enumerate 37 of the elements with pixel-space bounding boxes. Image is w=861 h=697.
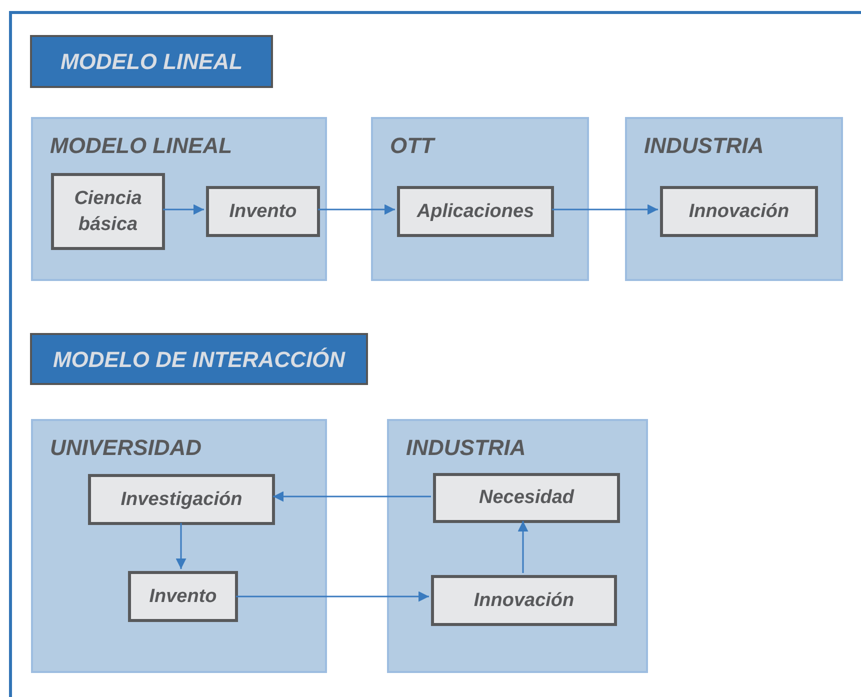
box-label: Invento: [228, 200, 298, 224]
arrow: [318, 204, 395, 215]
section-header: [30, 333, 368, 385]
box-label: MODELO LINEAL: [60, 48, 243, 76]
group-title: INDUSTRIA: [644, 132, 764, 160]
box-label: Innovación: [688, 200, 790, 224]
group-title: MODELO LINEAL: [50, 132, 232, 160]
process-box: [128, 571, 238, 622]
group-panel: [625, 117, 843, 281]
group-panel: [31, 117, 327, 281]
box-label: Aplicaciones: [416, 200, 536, 224]
process-box: [431, 575, 617, 626]
arrow: [163, 204, 204, 215]
process-box: [206, 186, 320, 237]
group-title: OTT: [390, 132, 434, 160]
box-label: MODELO DE INTERACCIÓN: [52, 346, 346, 374]
box-label: Necesidad: [478, 486, 576, 510]
process-box: [433, 473, 620, 523]
arrow: [552, 204, 658, 215]
arrow: [518, 521, 528, 573]
box-label: Invento: [148, 584, 218, 608]
box-label: Innovación: [472, 588, 576, 612]
group-panel: [387, 419, 648, 673]
arrow: [236, 591, 429, 602]
group-title: UNIVERSIDAD: [50, 434, 202, 462]
group-panel: [31, 419, 327, 673]
arrow: [176, 523, 186, 569]
box-label: Ciencia básica: [73, 186, 143, 236]
arrow: [273, 491, 431, 502]
group-title: INDUSTRIA: [406, 434, 526, 462]
process-box: [397, 186, 554, 237]
box-label: Investigación: [120, 488, 244, 512]
group-panel: [371, 117, 589, 281]
section-header: [30, 35, 273, 88]
process-box: [660, 186, 818, 237]
process-box: [51, 173, 165, 250]
process-box: [88, 474, 275, 525]
